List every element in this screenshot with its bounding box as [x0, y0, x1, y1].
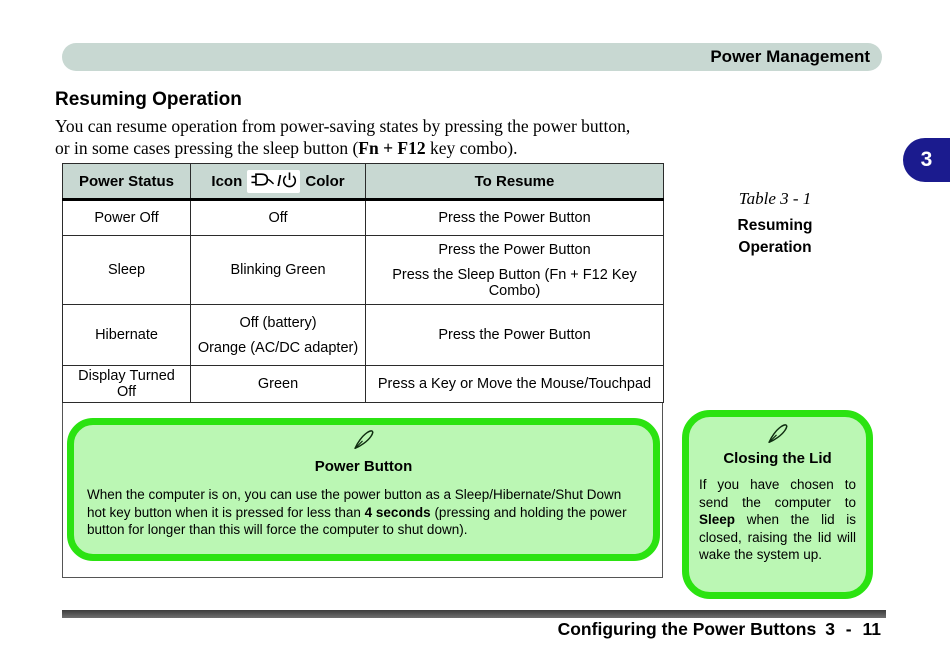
- power-symbol-icon: [282, 171, 297, 192]
- note-bold-text: Sleep: [699, 512, 736, 527]
- pen-icon: [699, 422, 856, 445]
- table-caption: Table 3 - 1 Resuming Operation: [685, 189, 865, 259]
- cell-status: Display Turned Off: [62, 365, 191, 403]
- ac-plug-icon: [250, 171, 276, 192]
- note-title: Closing the Lid: [723, 450, 832, 467]
- caption-title-line1: Resuming: [737, 217, 813, 234]
- note-title: Power Button: [314, 458, 413, 475]
- slash-separator: /: [277, 172, 282, 190]
- resume-table: Power Status Icon: [62, 163, 664, 403]
- col-header-icon-label: Icon: [211, 172, 243, 190]
- note-bold-text: 4 seconds: [364, 504, 431, 520]
- cell-status: Sleep: [62, 235, 191, 305]
- note-body: If you have chosen to send the computer …: [699, 477, 856, 562]
- chapter-number: 3: [920, 148, 933, 171]
- col-header-power-status: Power Status: [62, 163, 191, 201]
- col-header-icon-color: Icon /: [190, 163, 366, 201]
- resume-table-zone: Power Status Icon: [62, 163, 664, 578]
- cell-resume: Press the Power Button: [365, 304, 664, 366]
- intro-key-combo: Fn + F12: [358, 137, 426, 158]
- cell-status: Hibernate: [62, 304, 191, 366]
- table-row-hibernate: Hibernate Off (battery) Orange (AC/DC ad…: [62, 304, 664, 366]
- col-header-to-resume: To Resume: [365, 163, 664, 201]
- intro-line1: You can resume operation from power-savi…: [55, 116, 631, 136]
- header-title: Power Management: [710, 47, 870, 66]
- cell-resume: Press a Key or Move the Mouse/Touchpad: [365, 365, 664, 403]
- footer-label: Configuring the Power Buttons: [557, 619, 817, 639]
- table-row-power-off: Power Off Off Press the Power Button: [62, 199, 664, 236]
- pen-icon: [87, 428, 640, 451]
- table-row-display-off: Display Turned Off Green Press a Key or …: [62, 365, 664, 403]
- footer-page-number: 3 - 11: [825, 619, 881, 639]
- footer-text: Configuring the Power Buttons 3 - 11: [558, 619, 881, 640]
- intro-line2-post: key combo).: [425, 137, 518, 158]
- footer-divider-bar: [62, 610, 886, 618]
- table-header-row: Power Status Icon: [62, 163, 664, 201]
- table-note-area: Power Button When the computer is on, yo…: [62, 403, 663, 578]
- cell-color: Blinking Green: [190, 235, 366, 305]
- closing-lid-note: Closing the Lid If you have chosen to se…: [682, 410, 873, 599]
- intro-line2-pre: or in some cases pressing the sleep butt…: [55, 137, 359, 158]
- power-led-icon-badge: /: [247, 169, 301, 193]
- cell-color: Green: [190, 365, 366, 403]
- table-row-sleep: Sleep Blinking Green Press the Power But…: [62, 235, 664, 305]
- section-title: Resuming Operation: [55, 89, 242, 110]
- intro-paragraph: You can resume operation from power-savi…: [55, 116, 695, 159]
- power-button-note: Power Button When the computer is on, yo…: [67, 418, 660, 561]
- cell-status: Power Off: [62, 199, 191, 236]
- cell-color: Off (battery) Orange (AC/DC adapter): [190, 304, 366, 366]
- cell-color: Off: [190, 199, 366, 236]
- note-body: When the computer is on, you can use the…: [87, 487, 627, 537]
- caption-title-line2: Operation: [738, 239, 812, 256]
- col-header-color-label: Color: [305, 172, 345, 190]
- cell-resume: Press the Power Button Press the Sleep B…: [365, 235, 664, 305]
- cell-resume: Press the Power Button: [365, 199, 664, 236]
- chapter-tab: 3: [903, 138, 950, 182]
- caption-table-number: Table 3 - 1: [738, 189, 812, 208]
- header-band: Power Management: [62, 43, 882, 71]
